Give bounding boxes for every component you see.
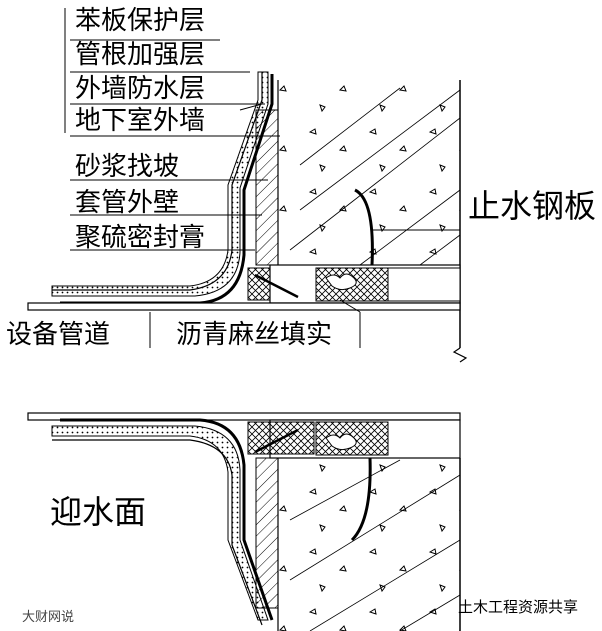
label-protect-layer: 苯板保护层 [75, 6, 206, 36]
label-asphalt-hemp-fill: 沥青麻丝填实 [176, 320, 333, 350]
label-pipe-root-reinforce: 管根加强层 [75, 40, 206, 70]
label-basement-wall: 地下室外墙 [75, 106, 206, 136]
upper-steel-waterstop [354, 188, 374, 266]
label-exterior-waterproof: 外墙防水层 [75, 74, 206, 104]
label-sealant: 聚硫密封膏 [75, 223, 206, 253]
upper-waterproof-dotted [51, 71, 269, 297]
lower-equipment-pipe [27, 412, 461, 421]
upper-concrete-wall [278, 80, 460, 265]
upper-equipment-pipe [27, 302, 461, 311]
upper-mortar-strip [255, 109, 279, 266]
lower-steel-waterstop [350, 457, 372, 542]
label-mortar-slope: 砂浆找坡 [75, 152, 180, 182]
lower-waterproof-dotted [51, 425, 269, 621]
leader-lines [64, 8, 460, 348]
upper-wall-diagonals [289, 87, 461, 266]
lower-detail [27, 412, 461, 631]
label-equipment-pipe: 设备管道 [6, 320, 111, 350]
label-water-face: 迎水面 [50, 493, 147, 531]
label-steel-waterstop: 止水钢板 [468, 187, 597, 225]
watermark-left: 大财网说 [22, 610, 75, 625]
label-sleeve-outer-wall: 套管外壁 [75, 188, 180, 218]
upper-detail [27, 71, 468, 363]
lower-concrete-wall [278, 458, 460, 631]
watermark-right: 土木工程资源共享 [458, 598, 579, 616]
